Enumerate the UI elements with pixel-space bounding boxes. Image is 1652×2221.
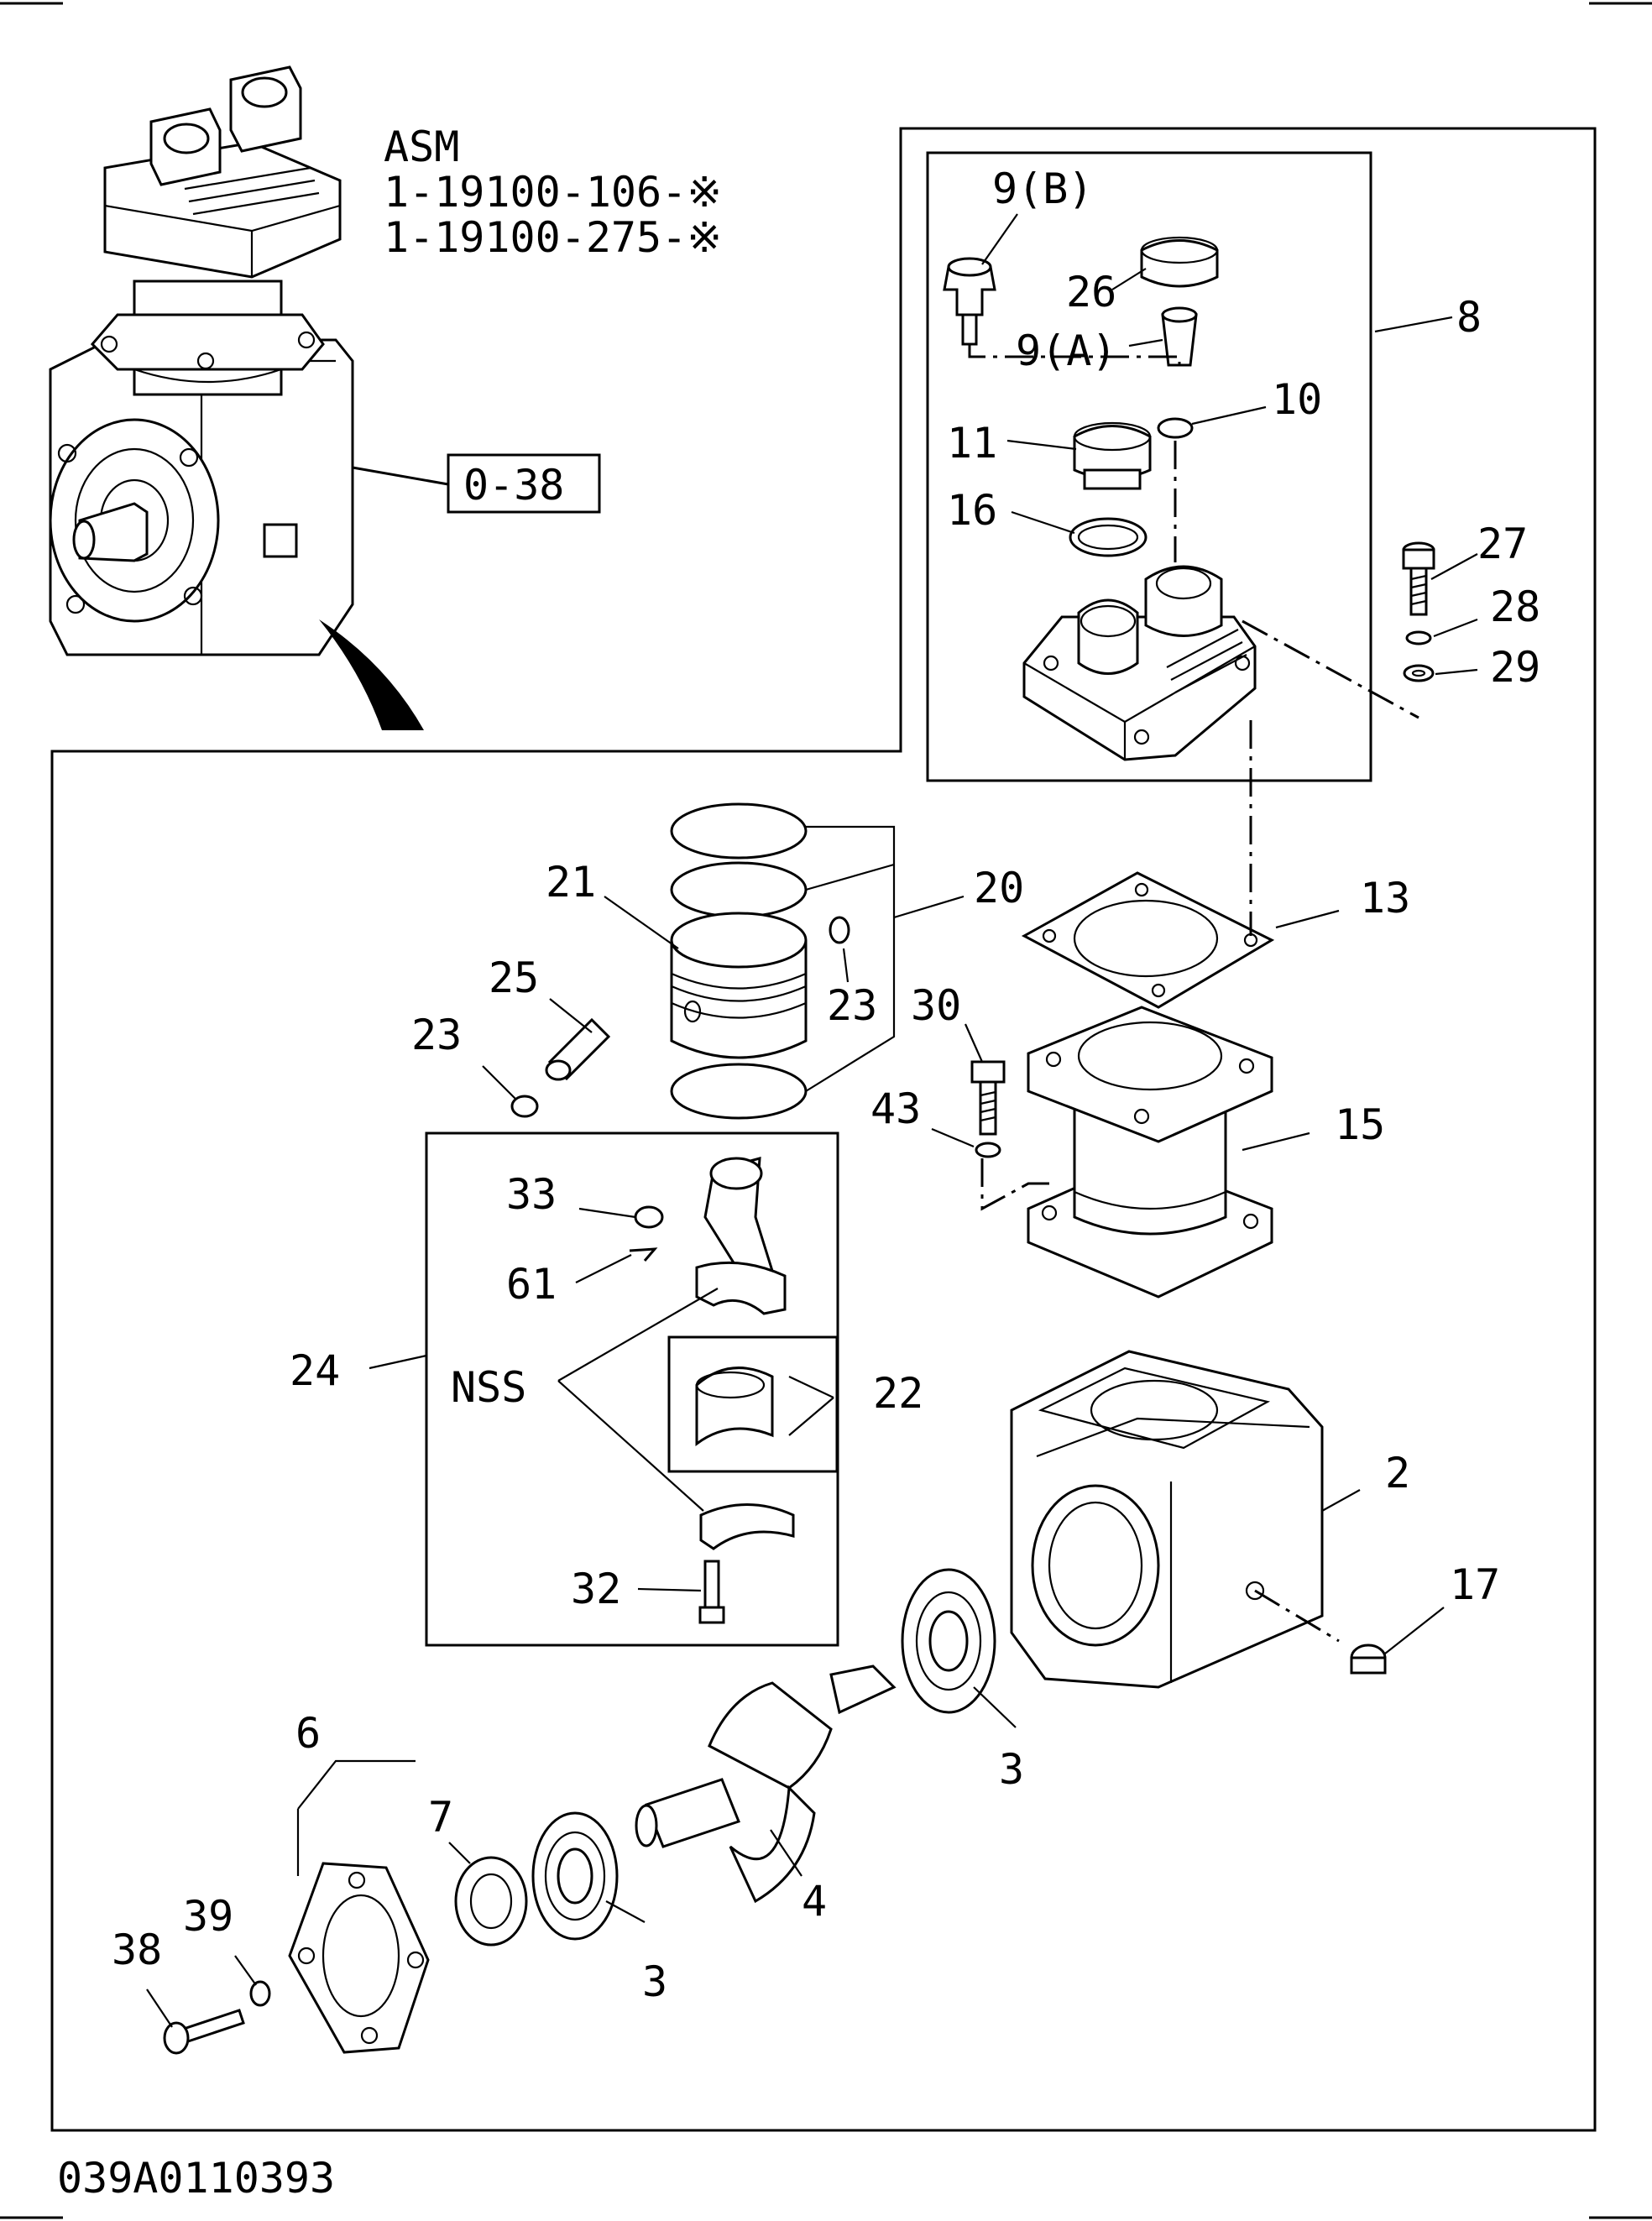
callout-16: 16 [947,486,997,535]
ref-box [447,453,601,514]
callout-20: 20 [974,864,1024,912]
callout-13: 13 [1360,874,1410,922]
head-bolt-set [1402,541,1435,682]
main-frame [50,127,1597,2132]
callout-38: 38 [112,1926,162,1974]
callout-21: 21 [546,858,596,907]
nss-label: NSS [451,1363,526,1412]
callout-2: 2 [1385,1449,1410,1497]
leader-lines [146,213,1478,2028]
callout-43: 43 [870,1084,921,1133]
crankshaft-and-bearings [163,1568,996,2055]
callout-8: 8 [1456,293,1482,342]
callout-29: 29 [1490,643,1540,692]
cylinder-head-parts [943,236,1257,761]
drain-plug [1350,1644,1387,1675]
callout-9a: 9(A) [1016,327,1116,375]
ref-box-label: 0-38 [463,461,564,510]
asm-part-number-1: 1-19100-106-※ [384,168,722,217]
cylinder-gasket [1021,871,1275,1009]
cylinder-body [1027,1006,1273,1299]
callout-30: 30 [911,981,961,1030]
callout-61: 61 [506,1260,557,1309]
head-group-box [926,151,1372,782]
callout-3-rear: 3 [999,1745,1024,1794]
asm-part-number-2: 1-19100-275-※ [384,213,722,262]
assembly-pointer-arrow [319,619,424,730]
callout-6: 6 [295,1709,321,1758]
callout-15: 15 [1335,1100,1385,1149]
callout-27: 27 [1477,520,1528,568]
callout-7: 7 [428,1793,453,1842]
callout-23-pin-clip: 23 [411,1011,462,1059]
callout-26: 26 [1066,268,1116,316]
callout-3-front: 3 [642,1957,667,2006]
asm-label: ASM [384,123,459,171]
callout-28: 28 [1490,583,1540,631]
callout-10: 10 [1272,375,1322,424]
footer-code: 039A0110393 [57,2154,335,2203]
connecting-rod-parts [629,1156,795,1624]
cylinder-bolt-set [970,1060,1006,1158]
callout-9b: 9(B) [992,165,1093,213]
callout-17: 17 [1450,1560,1500,1609]
callout-39: 39 [183,1892,233,1941]
callout-32: 32 [571,1565,621,1613]
callout-23-ring-clip: 23 [827,981,877,1030]
piston-and-rings [510,802,896,1120]
callout-33: 33 [506,1170,557,1219]
crankcase [1010,1350,1324,1689]
compressor-assembly-drawing [49,65,354,656]
callout-25: 25 [489,954,539,1002]
callout-22: 22 [873,1369,923,1418]
callout-11: 11 [947,419,997,468]
callout-4: 4 [802,1877,827,1926]
callout-24: 24 [290,1346,340,1395]
